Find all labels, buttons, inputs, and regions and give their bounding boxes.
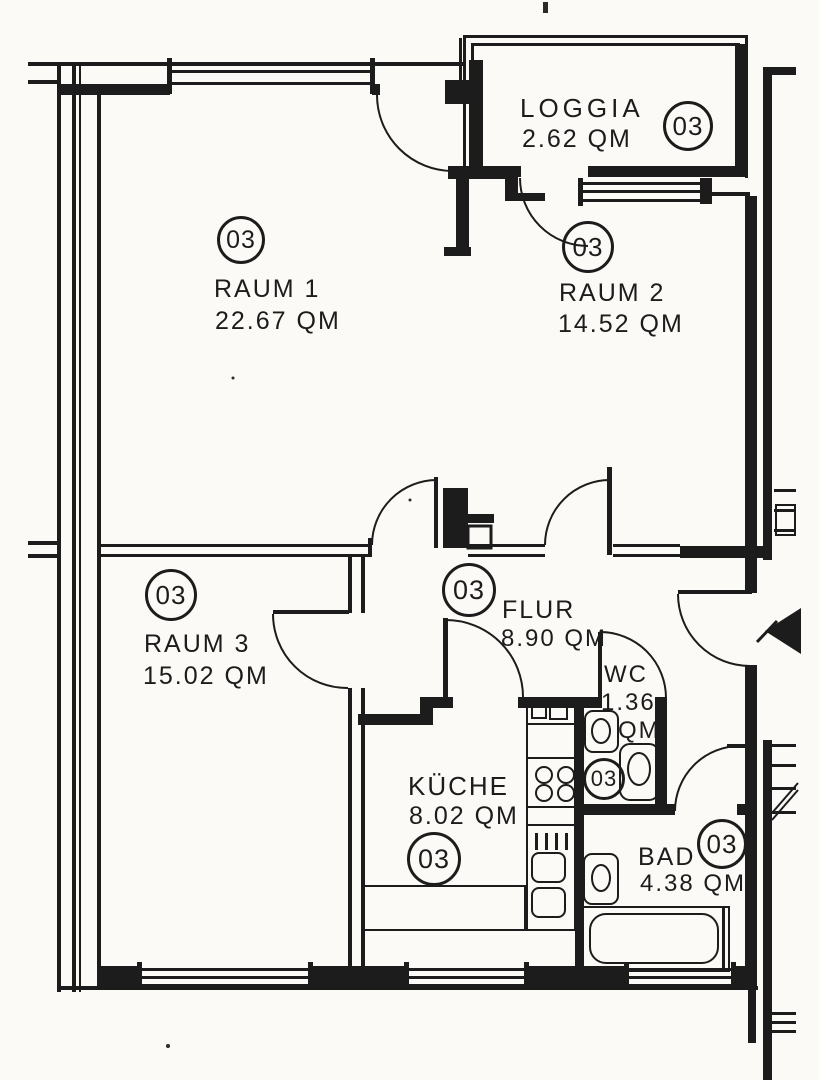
window-raum2 — [578, 178, 750, 206]
interior-walls — [28, 538, 772, 975]
door-leaf-bad — [727, 744, 753, 748]
wc-label: WC — [604, 661, 648, 688]
kueche-unit-circle: 03 — [407, 832, 461, 886]
window-raum3 — [137, 962, 313, 990]
bad-label: BAD — [638, 843, 696, 871]
door-leaf-raum2-flur — [607, 467, 612, 555]
wc-washbasin — [584, 710, 619, 753]
raum3-label: RAUM 3 — [144, 630, 251, 658]
door-arc-wc — [599, 631, 667, 699]
kitchen-sink-basin-1 — [531, 852, 566, 883]
raum3-unit-circle: 03 — [145, 569, 197, 621]
door-arc-raum1-flur — [371, 479, 438, 546]
door-arc-raum3 — [272, 613, 349, 690]
raum3-area: 15.02 QM — [143, 662, 269, 690]
door-arc-bad — [674, 745, 741, 812]
stove-burners-icon — [535, 766, 575, 802]
wc-unit-circle: 03 — [583, 758, 625, 800]
kitchen-counter — [362, 885, 526, 931]
door-leaf-raum1-flur — [434, 477, 438, 548]
door-leaf-entrance — [678, 590, 752, 594]
flur-area: 8.90 QM — [501, 625, 608, 652]
bad-washbasin — [583, 853, 619, 905]
kitchen-unit-column — [526, 703, 576, 931]
bad-unit-circle: 03 — [697, 819, 747, 869]
raum2-label: RAUM 2 — [559, 279, 666, 307]
entrance-arrow-icon — [755, 608, 801, 654]
door-arc-kueche — [445, 619, 524, 698]
bathroom-fixtures — [582, 853, 730, 972]
kueche-area: 8.02 QM — [409, 802, 519, 830]
door-leaf-raum3 — [273, 610, 349, 614]
doors — [272, 94, 753, 812]
chimney-duct — [443, 488, 494, 550]
flur-label: FLUR — [502, 596, 576, 624]
raum2-area: 14.52 QM — [558, 310, 684, 338]
loggia-walls — [444, 35, 748, 256]
loggia-area: 2.62 QM — [522, 125, 632, 153]
loggia-label: LOGGIA — [520, 93, 644, 123]
door-arc-raum1-loggia — [376, 94, 454, 172]
bathtub — [589, 913, 719, 964]
kitchen-sink-basin-2 — [531, 887, 566, 918]
staircase — [748, 67, 799, 1080]
wc-area-value: 1.36 — [601, 689, 656, 716]
window-raum1 — [167, 58, 375, 94]
scan-specks — [166, 2, 548, 1048]
bathtub-frame — [582, 906, 730, 972]
wc-area-unit: QM — [618, 717, 661, 744]
bad-area: 4.38 QM — [640, 870, 747, 897]
loggia-unit-circle: 03 — [663, 101, 713, 151]
raum1-label: RAUM 1 — [214, 275, 321, 303]
kueche-label: KÜCHE — [408, 771, 510, 801]
window-kueche — [404, 962, 529, 990]
flur-unit-circle: 03 — [442, 563, 496, 617]
door-leaf-kueche — [443, 618, 448, 698]
door-leaf-wc — [598, 632, 602, 698]
raum1-unit-circle: 03 — [217, 216, 265, 264]
door-arc-entrance — [677, 593, 751, 667]
raum1-area: 22.67 QM — [215, 307, 341, 335]
kitchen-fixtures — [362, 703, 576, 931]
raum2-unit-circle: 03 — [562, 221, 614, 273]
door-arc-raum2-flur — [544, 479, 611, 546]
radiator-icon — [535, 833, 568, 850]
window-bad — [624, 962, 736, 990]
